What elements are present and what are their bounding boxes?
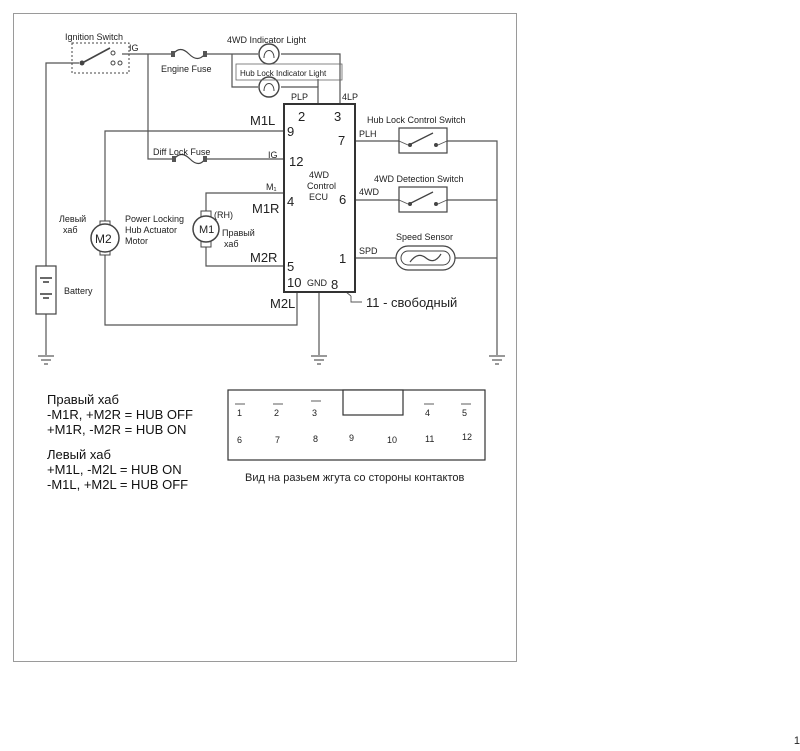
m1r-label: M1R bbox=[252, 201, 279, 216]
right-hub-label-1: Правый bbox=[222, 228, 255, 238]
indicator-lamp-icon bbox=[258, 43, 280, 65]
speed-sensor-label: Speed Sensor bbox=[396, 232, 453, 242]
hub-lock-indicator-frame bbox=[235, 63, 343, 81]
motor-label-3: Motor bbox=[125, 236, 148, 246]
hub-lock-control-switch-label: Hub Lock Control Switch bbox=[367, 115, 466, 125]
4lp-label: 4LP bbox=[342, 92, 358, 102]
m1l-label: M1L bbox=[250, 113, 275, 128]
legend-right-title: Правый хаб bbox=[47, 392, 119, 407]
hub-legend: Правый хаб -M1R, +M2R = HUB OFF +M1R, -M… bbox=[47, 392, 193, 492]
m1-label: M1 bbox=[199, 224, 214, 236]
pin-3: 3 bbox=[334, 109, 341, 124]
pin-6: 6 bbox=[339, 192, 346, 207]
detection-switch-icon bbox=[398, 186, 448, 213]
hub-lock-indicator-label: Hub Lock Indicator Light bbox=[240, 69, 327, 78]
pin-9: 9 bbox=[287, 124, 294, 139]
ig-label: IG bbox=[129, 43, 139, 53]
engine-fuse-icon bbox=[171, 48, 207, 60]
m2r-label: M2R bbox=[250, 250, 277, 265]
legend-left-on: +M1L, -M2L = HUB ON bbox=[47, 462, 182, 477]
battery-label: Battery bbox=[64, 286, 93, 296]
engine-fuse-label: Engine Fuse bbox=[161, 64, 212, 74]
hub-lock-control-switch-icon bbox=[398, 127, 448, 154]
battery-icon bbox=[35, 265, 57, 315]
motor-m1-icon bbox=[192, 210, 220, 248]
motor-label-2: Hub Actuator bbox=[125, 225, 177, 235]
free-pin-label: 11 - свободный bbox=[366, 295, 457, 310]
pin-12: 12 bbox=[289, 154, 303, 169]
motor-m2-icon bbox=[90, 220, 120, 256]
m1-small-label: M₁ bbox=[266, 182, 277, 192]
connector-pin: 10 bbox=[387, 435, 397, 445]
ground-icon bbox=[489, 355, 505, 365]
ignition-switch-icon bbox=[71, 42, 130, 74]
pin-4: 4 bbox=[287, 194, 294, 209]
pin-2: 2 bbox=[298, 109, 305, 124]
left-hub-label-1: Левый bbox=[59, 214, 86, 224]
diagram-frame bbox=[13, 13, 517, 662]
rh-label: (RH) bbox=[214, 210, 233, 220]
ecu-label-2: Control bbox=[307, 181, 336, 191]
pin-7: 7 bbox=[338, 133, 345, 148]
ground-icon bbox=[311, 355, 327, 365]
spd-label: SPD bbox=[359, 246, 378, 256]
plp-label: PLP bbox=[291, 92, 308, 102]
left-hub-label-2: хаб bbox=[63, 225, 78, 235]
legend-left-off: -M1L, +M2L = HUB OFF bbox=[47, 477, 189, 492]
connector-pin: 2 bbox=[274, 408, 279, 418]
connector-pin: 9 bbox=[349, 433, 354, 443]
pin-10: 10 bbox=[287, 275, 301, 290]
legend-right-on: +M1R, -M2R = HUB ON bbox=[47, 422, 187, 437]
indicator-lamp-icon bbox=[258, 76, 280, 98]
connector-pin: 8 bbox=[313, 434, 318, 444]
right-hub-label-2: хаб bbox=[224, 239, 239, 249]
pin-8: 8 bbox=[331, 277, 338, 292]
connector-pin: 12 bbox=[462, 432, 472, 442]
plh-label: PLH bbox=[359, 129, 377, 139]
connector-pin: 3 bbox=[312, 408, 317, 418]
speed-sensor-icon bbox=[395, 245, 456, 271]
indicator-4wd-label: 4WD Indicator Light bbox=[227, 35, 307, 45]
motor-label-1: Power Locking bbox=[125, 214, 184, 224]
connector-pin: 1 bbox=[237, 408, 242, 418]
pin-1: 1 bbox=[339, 251, 346, 266]
ecu-label-3: ECU bbox=[309, 192, 328, 202]
detection-switch-label: 4WD Detection Switch bbox=[374, 174, 464, 184]
connector-pin: 11 bbox=[425, 434, 434, 444]
connector-caption: Вид на разьем жгута со стороны контактов bbox=[245, 472, 465, 484]
connector-pin: 4 bbox=[425, 408, 430, 418]
connector-pin: 7 bbox=[275, 435, 280, 445]
ignition-switch-label: Ignition Switch bbox=[65, 32, 123, 42]
page-number: 1 bbox=[793, 735, 800, 747]
connector-diagram bbox=[227, 389, 486, 461]
legend-right-off: -M1R, +M2R = HUB OFF bbox=[47, 407, 193, 422]
connector-pin: 5 bbox=[462, 408, 467, 418]
gnd-label: GND bbox=[307, 278, 328, 288]
m2l-label: M2L bbox=[270, 296, 295, 311]
pin-5: 5 bbox=[287, 259, 294, 274]
m2-label: M2 bbox=[95, 232, 112, 246]
legend-left-title: Левый хаб bbox=[47, 447, 111, 462]
ig2-label: IG bbox=[268, 150, 278, 160]
connector-pin: 6 bbox=[237, 435, 242, 445]
ground-icon bbox=[38, 355, 54, 365]
ecu-label-1: 4WD bbox=[309, 170, 330, 180]
diff-lock-fuse-icon bbox=[172, 153, 207, 165]
ecu-block bbox=[283, 103, 356, 293]
4wd-pin-label: 4WD bbox=[359, 187, 380, 197]
diff-lock-fuse-label: Diff Lock Fuse bbox=[153, 147, 210, 157]
